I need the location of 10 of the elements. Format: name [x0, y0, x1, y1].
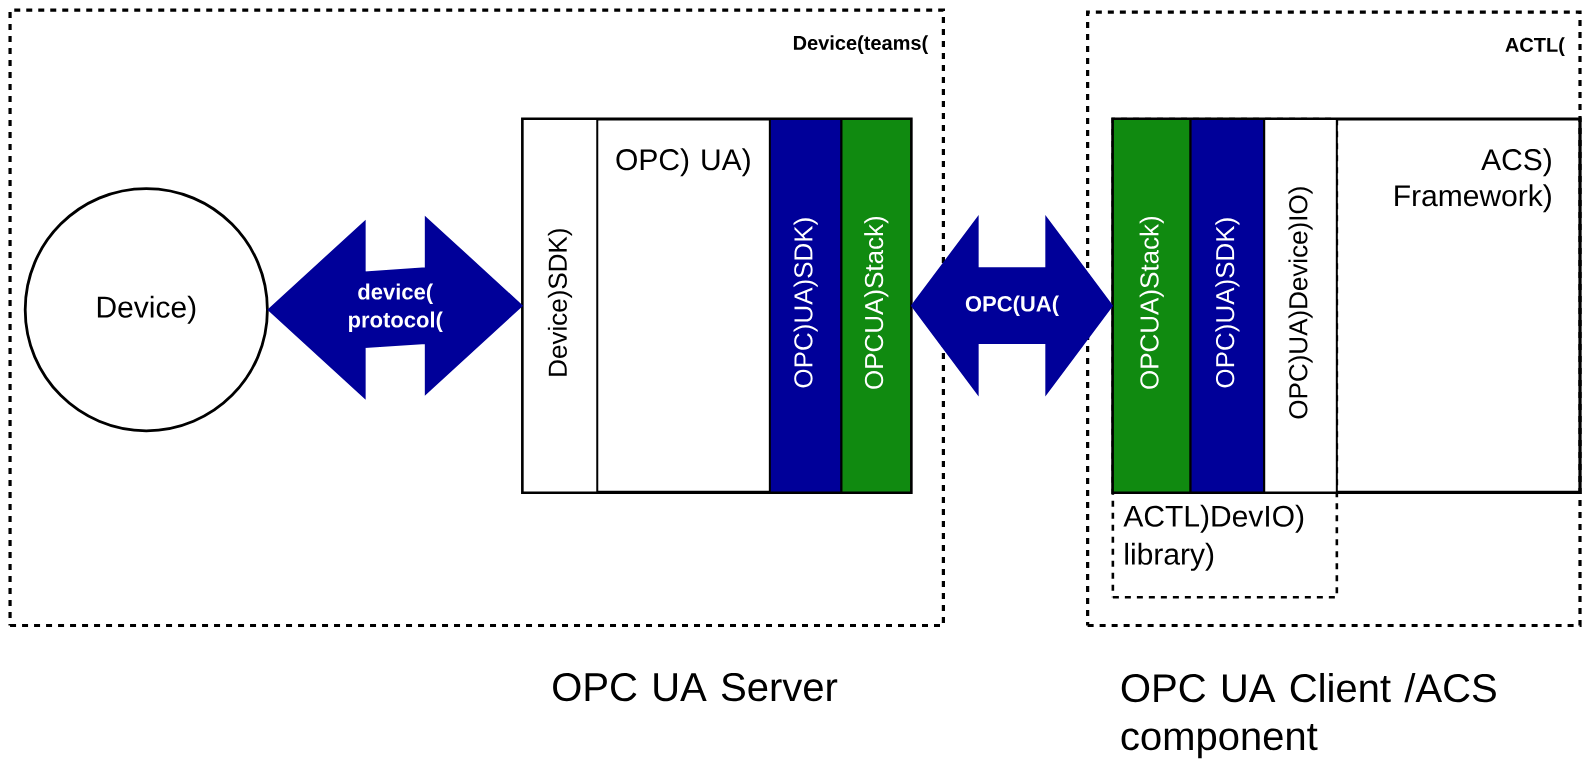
layer-column: OPC)UA)SDK)	[1189, 118, 1266, 494]
layer-column: OPCUA)Stack)	[1111, 118, 1192, 494]
node-label: OPC UA Server	[553, 673, 838, 702]
node-label: OPC UA Client /ACS component	[1121, 673, 1496, 759]
layer-column: OPCUA)Stack)	[840, 118, 913, 494]
layer-column: OPC)UA)SDK)	[768, 118, 843, 494]
edge-label: OPC(UA(	[965, 295, 1059, 316]
layer-column: Device)SDK)	[521, 118, 599, 494]
layer-column: OPC)UA)Device)IO)	[1263, 118, 1338, 494]
edge-label: device( protocol(	[349, 283, 443, 332]
